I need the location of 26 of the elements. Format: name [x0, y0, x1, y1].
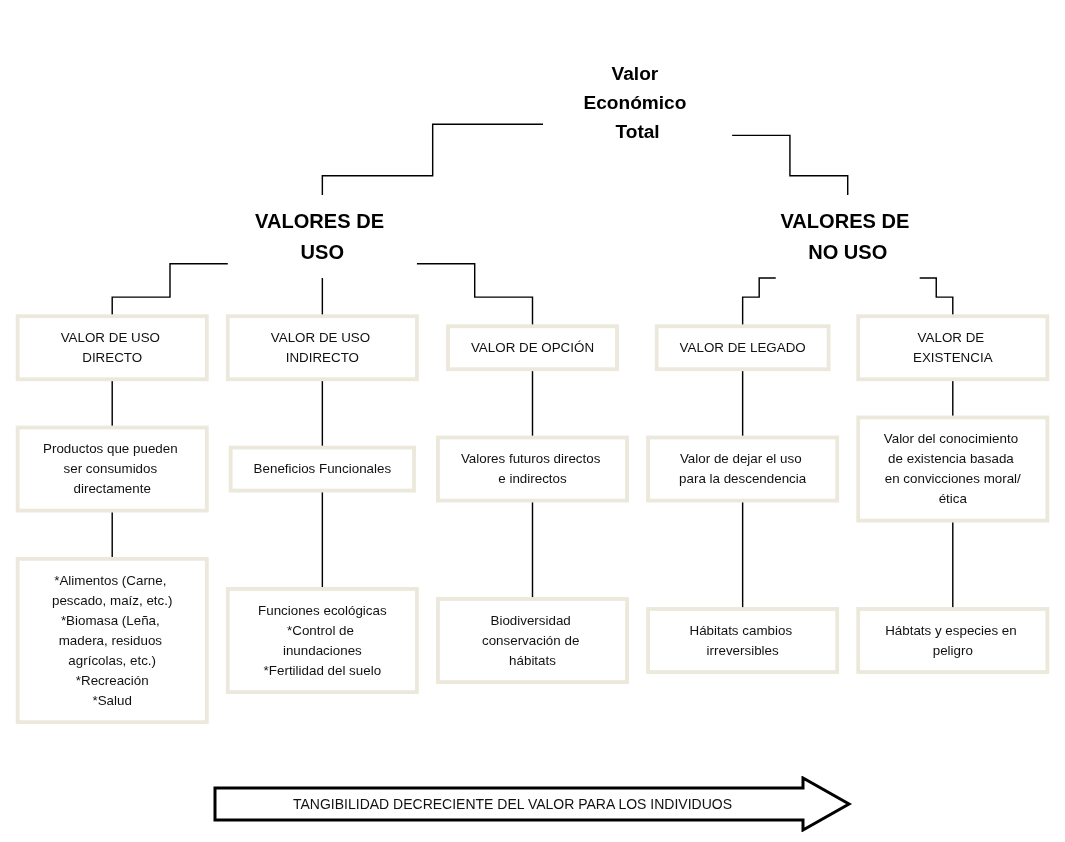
connector — [111, 263, 229, 317]
node-box: Productos que pueden ser consumidos directamente — [15, 425, 209, 513]
connector — [321, 277, 324, 317]
connector — [321, 123, 544, 196]
node-box: VALOR DE USO DIRECTO — [15, 314, 209, 382]
node-box: VALOR DE EXISTENCIA — [856, 314, 1050, 382]
node-box: Biodiversidad conservación de hábitats — [436, 597, 629, 684]
node-text: VALORES DE USO — [255, 210, 385, 263]
node-box: Beneficios Funcionales — [228, 445, 416, 493]
node-box: VALOR DE OPCIÓN — [446, 324, 619, 372]
node-text: VALORES DE NO USO — [780, 210, 910, 263]
node-box: *Alimentos (Carne, pescado, maíz, etc.) *Biomasa (Leña, madera, residuos agrícolas, etc.) *Recreación *Salud — [15, 556, 209, 725]
connector — [741, 277, 777, 327]
node-box: Valor del conocimiento de existencia basada en convicciones moral/ética — [856, 415, 1050, 523]
connector — [919, 277, 954, 317]
node-box: Valores futuros directos e indirectos — [436, 435, 629, 503]
node-box: Funciones ecológicas *Control de inundaciones *Fertilidad del suelo — [225, 587, 419, 694]
node-text: Valor Económico Total — [583, 63, 687, 142]
connector — [731, 134, 849, 196]
node-box: VALOR DE USO INDIRECTO — [225, 314, 419, 382]
node-box: Hábtats y especies en peligro — [856, 607, 1050, 674]
node-box: Hábitats cambios irreversibles — [646, 607, 840, 674]
connector — [416, 263, 534, 327]
node-box: Valor de dejar el uso para la descendencia — [646, 435, 840, 503]
arrow-label: TANGIBILIDAD DECRECIENTE DEL VALOR PARA LOS INDIVIDUOS — [293, 796, 733, 812]
node-box: VALOR DE LEGADO — [654, 324, 831, 372]
